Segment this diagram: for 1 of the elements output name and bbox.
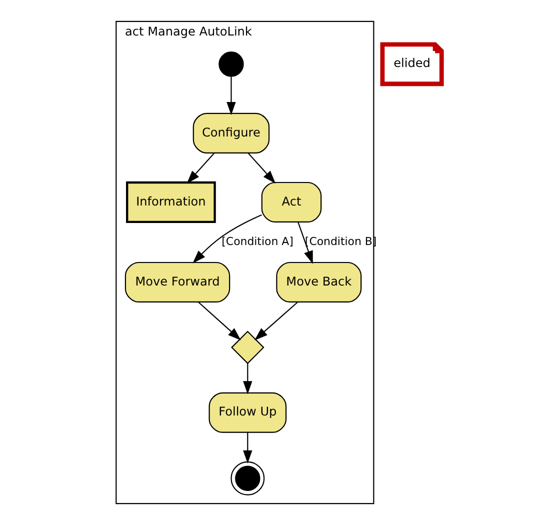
edge-label: [Condition A] (221, 234, 293, 248)
